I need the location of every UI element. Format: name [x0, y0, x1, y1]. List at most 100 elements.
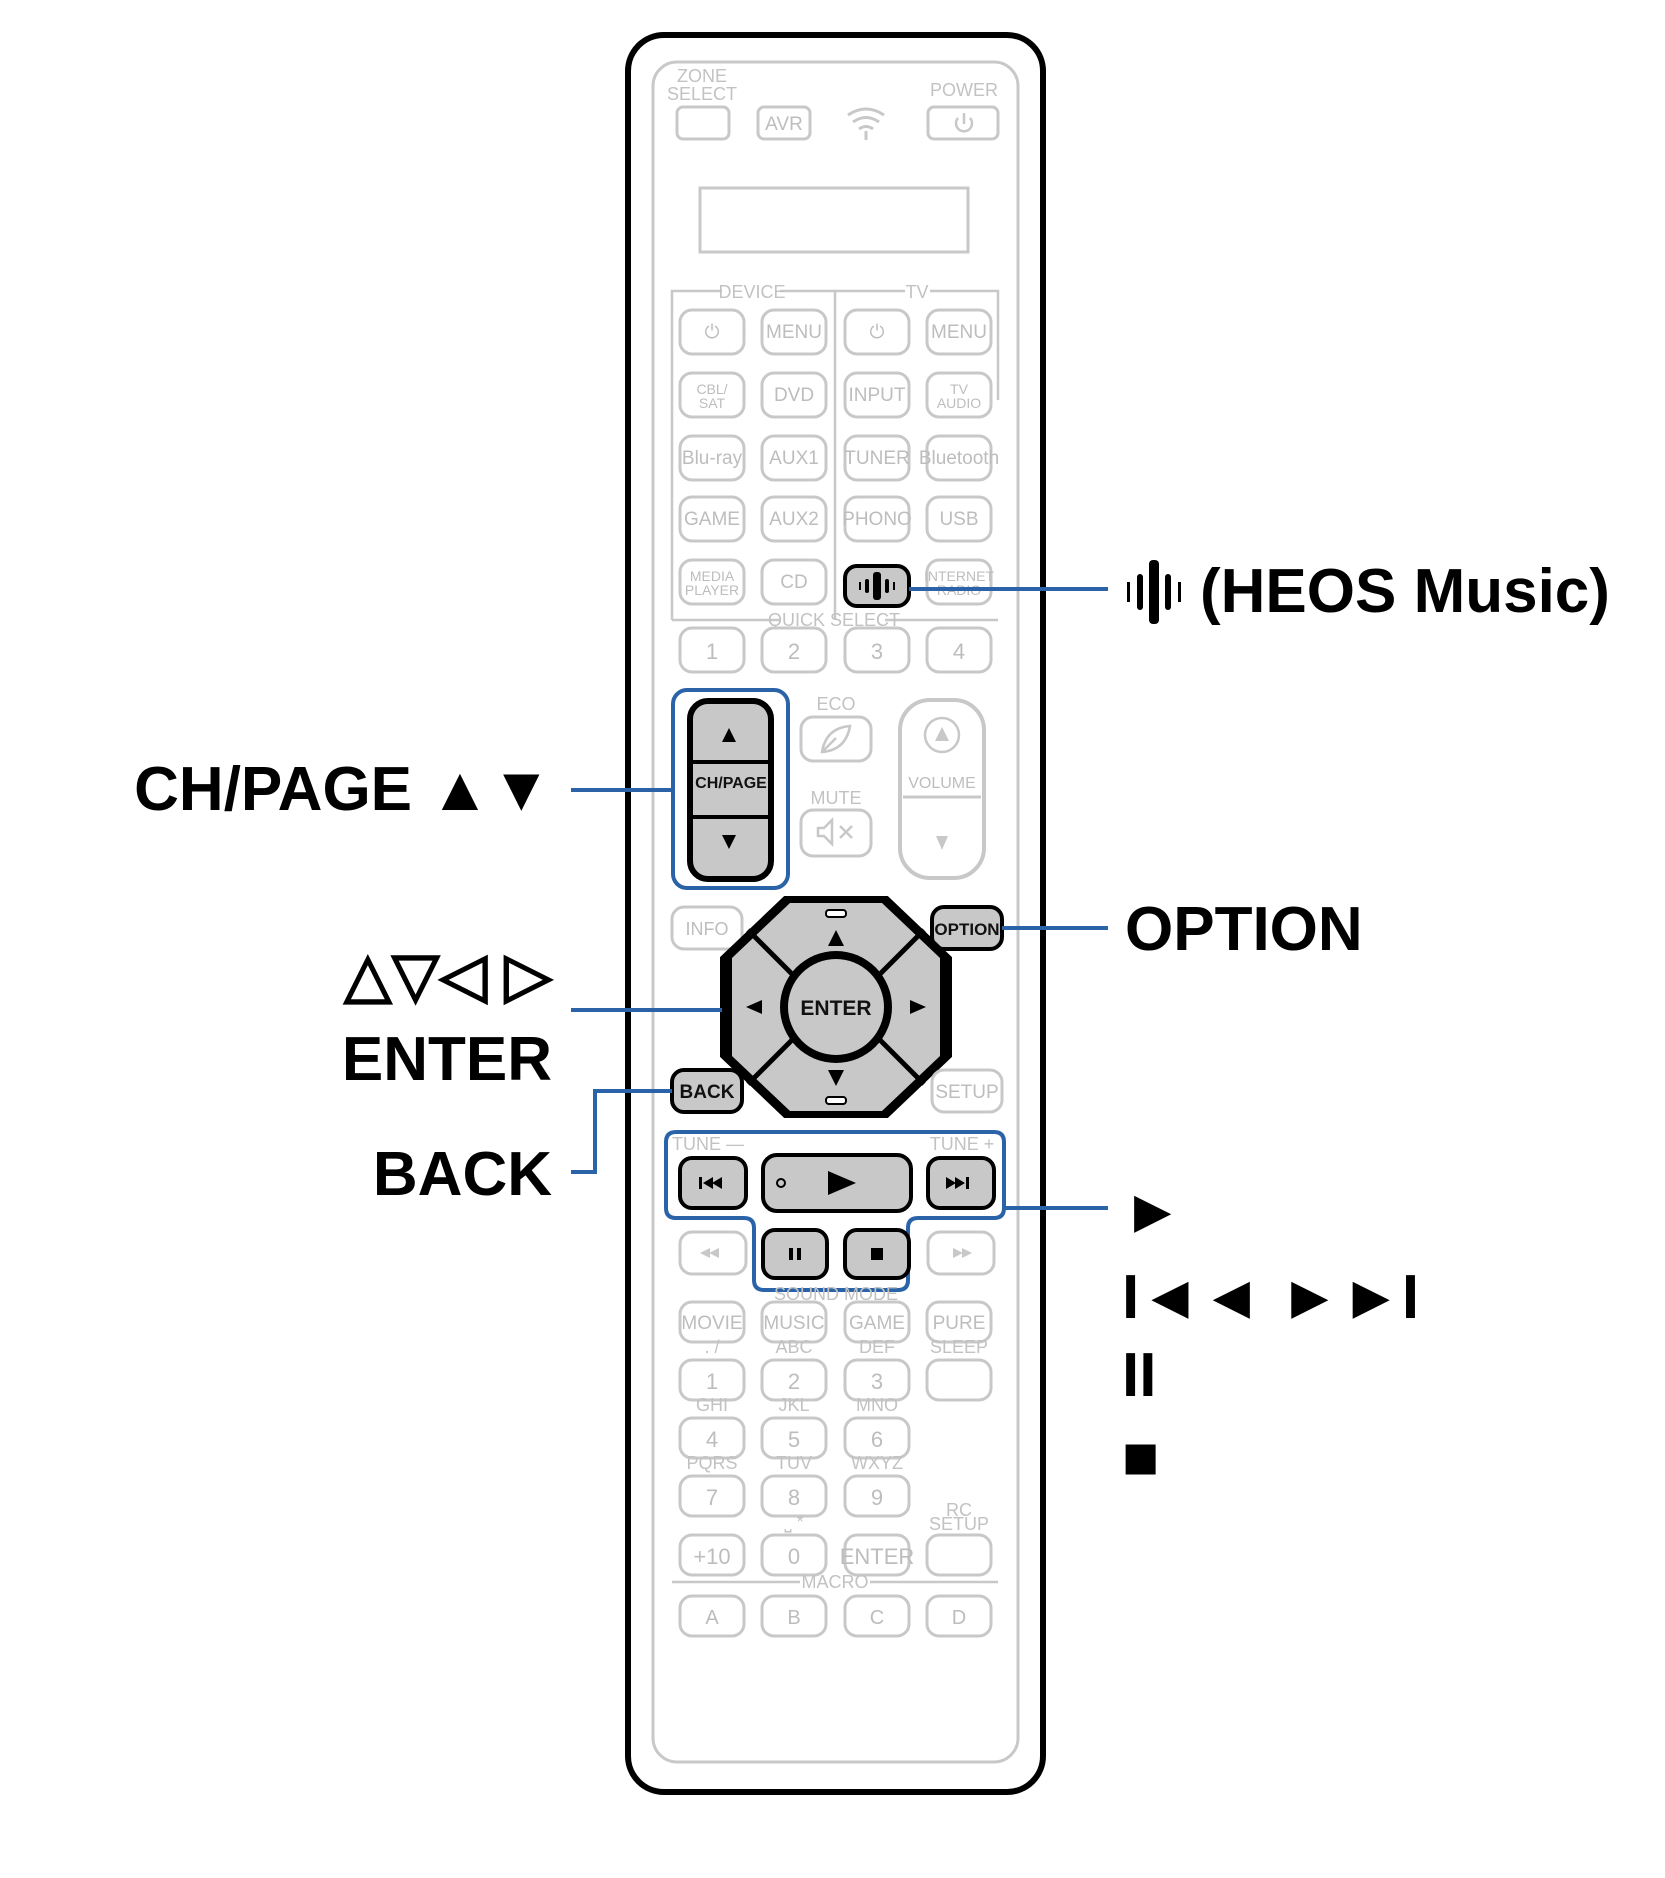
skip-back-icon — [699, 1177, 722, 1189]
keypad-button[interactable] — [760, 1474, 828, 1518]
source-button-label: CD — [780, 572, 807, 593]
stop-icon — [871, 1248, 883, 1260]
source-button[interactable] — [925, 308, 993, 356]
keypad-digit: 9 — [871, 1485, 883, 1510]
enter-callout-label: ENTER — [342, 1025, 552, 1094]
keypad-button[interactable] — [760, 1416, 828, 1460]
zone-select-label-2: SELECT — [667, 84, 737, 104]
back-label: BACK — [680, 1082, 735, 1103]
power-button[interactable] — [926, 105, 1000, 141]
sound-mode-button[interactable] — [678, 1300, 746, 1344]
ch-page-label: CH/PAGE — [695, 775, 767, 792]
macro-button[interactable] — [678, 1594, 746, 1638]
volume-rocker[interactable] — [898, 698, 986, 880]
source-button[interactable] — [678, 558, 746, 606]
enter-button[interactable] — [786, 957, 886, 1057]
source-button-label: ⏻ — [869, 322, 884, 343]
source-button[interactable] — [678, 434, 746, 482]
source-button[interactable] — [925, 371, 993, 419]
mute-button[interactable] — [799, 808, 873, 858]
source-button[interactable] — [843, 495, 911, 543]
rc-setup-button[interactable] — [925, 1533, 993, 1577]
avr-label: AVR — [765, 114, 803, 135]
setup-button[interactable] — [930, 1068, 1004, 1114]
keypad-digit: 2 — [788, 1369, 800, 1394]
keypad-button[interactable] — [678, 1416, 746, 1460]
mute-label: MUTE — [811, 788, 862, 808]
sound-mode-button[interactable] — [925, 1300, 993, 1344]
info-button[interactable] — [670, 905, 744, 951]
zone-select-label: ZONE — [677, 66, 727, 86]
power-label: POWER — [930, 80, 998, 100]
eco-label: ECO — [816, 694, 855, 714]
keypad-button[interactable] — [678, 1474, 746, 1518]
macro-button[interactable] — [925, 1594, 993, 1638]
macro-label: A — [705, 1607, 719, 1629]
source-button[interactable] — [843, 371, 911, 419]
sound-mode-label: MUSIC — [763, 1313, 824, 1334]
keypad-button[interactable] — [760, 1358, 828, 1402]
source-button[interactable] — [760, 371, 828, 419]
keypad-digit: 7 — [706, 1485, 718, 1510]
cursor-up-icon[interactable] — [828, 930, 844, 946]
quick-select-button[interactable] — [925, 626, 993, 674]
keypad-letters: . / — [704, 1337, 719, 1357]
source-button[interactable] — [925, 558, 993, 606]
quick-select-button[interactable] — [678, 626, 746, 674]
source-button-label: SAT — [699, 395, 726, 411]
cursor-left-icon[interactable] — [746, 1000, 762, 1014]
keypad-button[interactable] — [678, 1358, 746, 1402]
macro-label: C — [870, 1607, 884, 1629]
keypad-button[interactable] — [843, 1533, 911, 1577]
source-button-label: MENU — [931, 322, 987, 343]
option-callout-label: OPTION — [1125, 895, 1363, 964]
source-button[interactable] — [843, 308, 911, 356]
source-button[interactable] — [760, 558, 828, 606]
setup-label: SETUP — [935, 1082, 998, 1103]
sound-mode-button[interactable] — [843, 1300, 911, 1344]
pause-button[interactable] — [761, 1228, 829, 1280]
source-button[interactable] — [760, 495, 828, 543]
quick-select-button[interactable] — [843, 626, 911, 674]
source-button[interactable] — [760, 308, 828, 356]
keypad-button[interactable] — [760, 1533, 828, 1577]
cursor-right-icon[interactable] — [910, 1000, 926, 1014]
heos-icon — [859, 572, 895, 600]
macro-button[interactable] — [843, 1594, 911, 1638]
source-button[interactable] — [843, 434, 911, 482]
macro-button[interactable] — [760, 1594, 828, 1638]
keypad-letters: PQRS — [686, 1453, 737, 1473]
keypad-button[interactable] — [678, 1533, 746, 1577]
volume-up-icon — [923, 716, 961, 754]
cursor-down-icon[interactable] — [828, 1070, 844, 1086]
keypad-letters: WXYZ — [851, 1453, 903, 1473]
tv-frame — [835, 289, 1000, 400]
keypad-letters: ⎵ * — [784, 1512, 803, 1532]
source-button[interactable] — [925, 434, 993, 482]
keypad-digit: 0 — [788, 1544, 800, 1569]
eco-button[interactable] — [799, 715, 873, 763]
zone-select-button[interactable] — [675, 105, 731, 141]
source-button[interactable] — [925, 495, 993, 543]
avr-button[interactable] — [756, 105, 812, 141]
source-button[interactable] — [678, 308, 746, 356]
source-button[interactable] — [678, 495, 746, 543]
keypad-letters: TUV — [776, 1453, 812, 1473]
rewind-button[interactable] — [678, 1230, 748, 1276]
skip-forward-icon — [946, 1177, 969, 1189]
source-button[interactable] — [760, 434, 828, 482]
quick-select-button[interactable] — [760, 626, 828, 674]
keypad-button[interactable] — [843, 1474, 911, 1518]
keypad-button[interactable] — [843, 1416, 911, 1460]
ch-page-rocker[interactable] — [687, 698, 774, 882]
sleep-button[interactable] — [925, 1358, 993, 1402]
source-button[interactable] — [678, 371, 746, 419]
source-button-label: AUX2 — [769, 509, 819, 530]
sound-mode-button[interactable] — [760, 1300, 828, 1344]
keypad-digit: 5 — [788, 1427, 800, 1452]
keypad-button[interactable] — [843, 1358, 911, 1402]
keypad-letters: DEF — [859, 1337, 895, 1357]
fast-forward-button[interactable] — [926, 1230, 996, 1276]
heos-callout-icon — [1127, 560, 1181, 624]
